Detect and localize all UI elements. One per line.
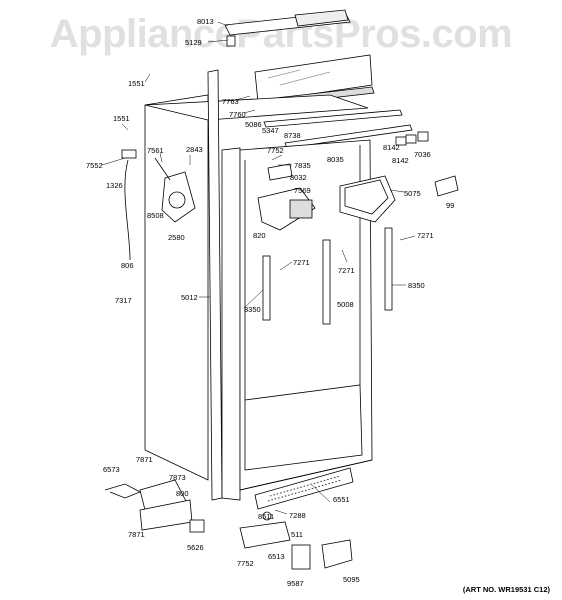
callout-99: 99: [446, 201, 454, 210]
callout-806: 806: [121, 261, 134, 270]
callout-5086: 5086: [245, 120, 262, 129]
callout-7271b: 7271: [293, 258, 310, 267]
callout-7271c: 7271: [338, 266, 355, 275]
callout-7873: 7873: [169, 473, 186, 482]
shelf-rails: [262, 227, 393, 325]
callout-5075: 5075: [404, 189, 421, 198]
callout-5095: 5095: [343, 575, 360, 584]
callout-800: 800: [176, 489, 189, 498]
top-light-cover: [224, 9, 413, 149]
callout-8032: 8032: [290, 173, 307, 182]
art-number: (ART NO. WR19531 C12): [462, 585, 550, 594]
callout-8738: 8738: [284, 131, 301, 140]
callout-7317: 7317: [115, 296, 132, 305]
callout-820: 820: [253, 231, 266, 240]
callout-1326: 1326: [106, 181, 123, 190]
callout-7871a: 7871: [136, 455, 153, 464]
freezer-liner: [144, 69, 373, 501]
callout-labels: 8013 5129 1551 1551 7763 7760 5086 5347 …: [86, 17, 454, 588]
callout-8511: 8511: [258, 512, 274, 521]
callout-8013: 8013: [197, 17, 214, 26]
callout-511: 511: [291, 530, 303, 539]
callout-7288: 7288: [289, 511, 306, 520]
callout-2843: 2843: [186, 145, 203, 154]
icemaker: [257, 163, 316, 231]
callout-7835: 7835: [294, 161, 311, 170]
callout-7871b: 7871: [128, 530, 145, 539]
callout-1551b: 1551: [113, 114, 130, 123]
callout-9587: 9587: [287, 579, 304, 588]
callout-7561: 7561: [147, 146, 164, 155]
callout-8035: 8035: [327, 155, 344, 164]
callout-8508: 8508: [147, 211, 164, 220]
bottom-hinge-parts: [239, 511, 353, 570]
callout-7569: 7569: [294, 186, 311, 195]
callout-5008: 5008: [337, 300, 354, 309]
ice-bucket: [339, 175, 396, 223]
damper-assembly: [121, 149, 196, 261]
callout-7552: 7552: [86, 161, 103, 170]
water-valve: [104, 479, 205, 533]
callout-8350b: 8350: [244, 305, 261, 314]
callout-5347: 5347: [262, 126, 279, 135]
callout-5012: 5012: [181, 293, 198, 302]
callout-6573: 6573: [103, 465, 120, 474]
callout-7760: 7760: [229, 110, 246, 119]
callout-7752a: 7752: [267, 146, 284, 155]
callout-7271a: 7271: [417, 231, 434, 240]
callout-6513: 6513: [268, 552, 285, 561]
callout-5129: 5129: [185, 38, 202, 47]
callout-7752b: 7752: [237, 559, 254, 568]
shelf-brackets: [395, 131, 459, 197]
callout-5626: 5626: [187, 543, 204, 552]
callout-8142b: 8142: [392, 156, 409, 165]
callout-1551a: 1551: [128, 79, 145, 88]
bottom-grille: [254, 467, 354, 510]
leader-lines: [101, 21, 416, 515]
callout-7036: 7036: [414, 150, 431, 159]
callout-7763: 7763: [222, 97, 239, 106]
callout-2580: 2580: [168, 233, 185, 242]
callout-8350a: 8350: [408, 281, 425, 290]
callout-8142a: 8142: [383, 143, 400, 152]
callout-6551: 6551: [333, 495, 350, 504]
